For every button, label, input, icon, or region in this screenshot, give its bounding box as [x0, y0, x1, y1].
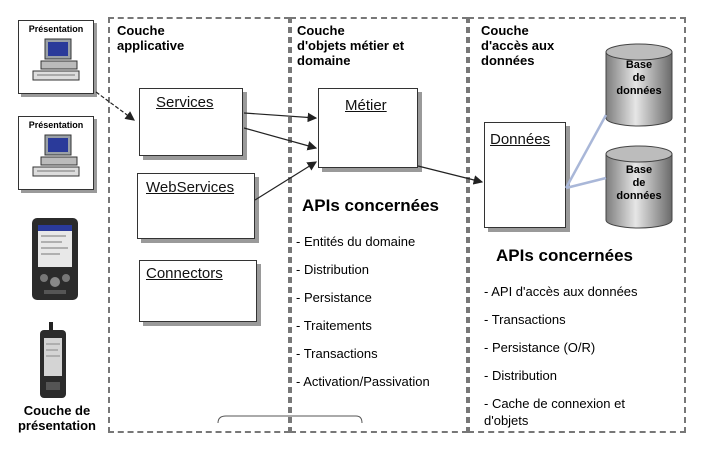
presentation-card-2-label: Présentation — [28, 120, 84, 130]
business-apis-title: APIs concernées — [302, 196, 440, 215]
list-item: - Persistance — [296, 290, 372, 305]
business-layer-title: Couche d'objets métier et domaine — [297, 23, 405, 68]
arrow-services-to-metier-2 — [243, 127, 318, 151]
data-layer-frame — [468, 17, 686, 433]
database-2-icon — [605, 145, 673, 229]
database-1-label: Base de données — [616, 59, 662, 97]
business-apis-list: - Entités du domaine - Distribution - Pe… — [296, 228, 430, 396]
presentation-card-1: Présentation — [18, 20, 94, 94]
database-1-icon — [605, 43, 673, 127]
list-item: - Activation/Passivation — [296, 374, 430, 389]
application-layer-frame — [108, 17, 290, 433]
metier-box[interactable]: Métier — [318, 88, 418, 168]
bracket — [217, 415, 363, 424]
arrow-webservices-to-metier — [254, 161, 318, 201]
metier-label: Métier — [345, 97, 387, 114]
application-layer-title: Couche applicative — [117, 23, 185, 53]
connectors-box[interactable]: Connectors — [139, 260, 257, 322]
webservices-label: WebServices — [146, 179, 235, 196]
database-2-label: Base de données — [616, 164, 662, 202]
mobile-phone-icon — [40, 322, 66, 398]
webservices-box[interactable]: WebServices — [137, 173, 255, 239]
list-item: - Traitements — [296, 318, 372, 333]
presentation-card-1-label: Présentation — [28, 24, 84, 34]
list-item: d'objets — [484, 413, 529, 428]
desktop-computer-icon — [32, 38, 80, 81]
arrow-presentation-to-services — [95, 91, 135, 121]
services-label: Services — [156, 94, 214, 111]
donnees-box[interactable]: Données — [484, 122, 566, 228]
data-apis-list: - API d'accès aux données - Transactions… — [484, 278, 638, 429]
arrow-services-to-metier-1 — [243, 112, 318, 123]
business-layer-frame — [290, 17, 468, 433]
list-item: - Persistance (O/R) — [484, 340, 596, 355]
presentation-layer-caption: Couche de présentation — [17, 403, 96, 433]
desktop-computer-icon — [32, 134, 80, 177]
list-item: - Distribution — [296, 262, 369, 277]
link-donnees-to-database-1 — [564, 114, 608, 189]
data-layer-title: Couche d'accès aux données — [481, 23, 555, 68]
donnees-label: Données — [490, 131, 551, 148]
presentation-card-2: Présentation — [18, 116, 94, 190]
pda-icon — [32, 218, 78, 300]
list-item: - API d'accès aux données — [484, 284, 638, 299]
list-item: - Distribution — [484, 368, 557, 383]
data-apis-title: APIs concernées — [496, 246, 634, 265]
list-item: - Cache de connexion et — [484, 396, 625, 411]
connectors-label: Connectors — [146, 265, 223, 282]
services-box[interactable]: Services — [139, 88, 243, 156]
list-item: - Entités du domaine — [296, 234, 416, 249]
list-item: - Transactions — [484, 312, 566, 327]
arrow-metier-to-donnees — [417, 165, 484, 185]
link-donnees-to-database-2 — [565, 176, 607, 190]
list-item: - Transactions — [296, 346, 378, 361]
